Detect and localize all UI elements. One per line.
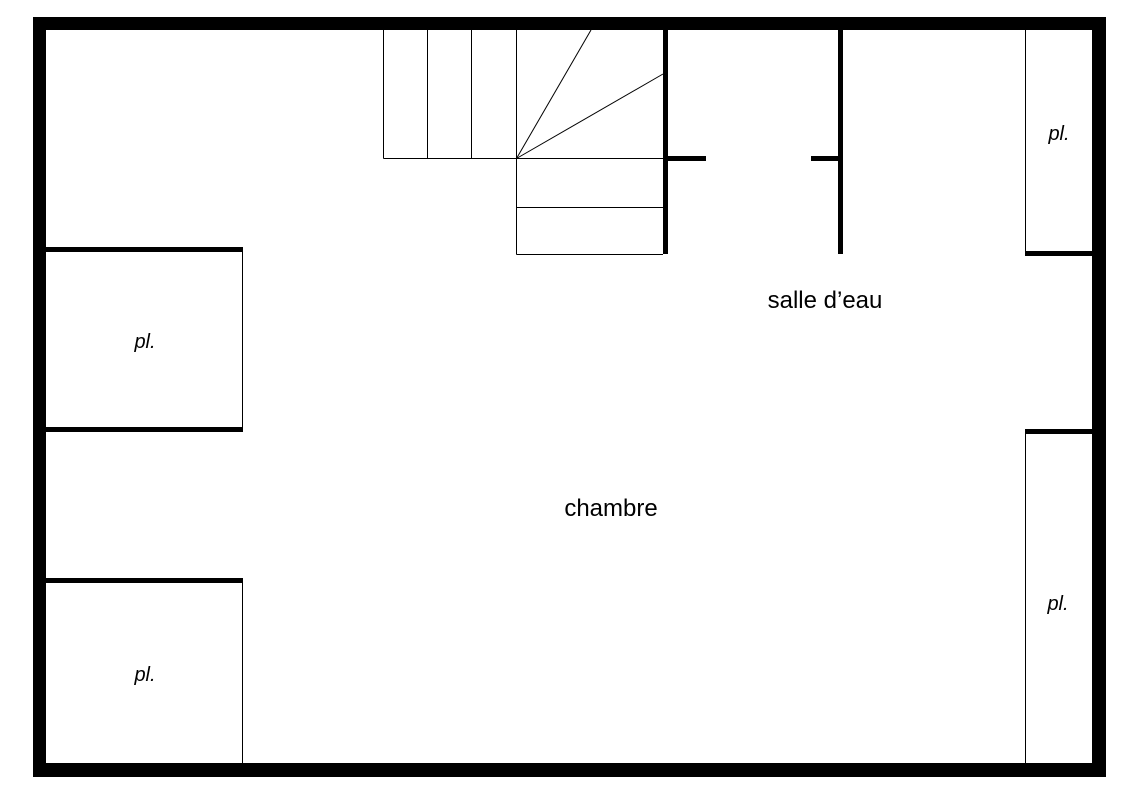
partition-stair-side	[663, 30, 668, 254]
partition-shower-side	[838, 30, 843, 254]
shower-room-partitions	[663, 30, 843, 254]
stair-winder-line	[516, 73, 664, 159]
wall-bottom	[33, 763, 1106, 777]
left-closets	[46, 247, 243, 763]
closet-label: pl.	[133, 664, 155, 686]
closet-label: pl.	[1047, 123, 1069, 145]
wall-right	[1092, 17, 1106, 777]
closet-right-upper-bottom-wall	[1025, 251, 1092, 256]
labels: chambre salle d’eau pl. pl. pl. pl.	[133, 123, 1069, 686]
staircase	[383, 29, 664, 255]
stair-winder-line	[516, 29, 592, 159]
room-label-shower-room: salle d’eau	[768, 287, 883, 314]
partition-stub-left	[668, 156, 706, 161]
closet-label: pl.	[133, 331, 155, 353]
right-closets	[1025, 30, 1092, 763]
closet-left-lower-top-wall	[46, 578, 243, 583]
closet-left-upper-top-wall	[46, 247, 243, 252]
partition-stub-right	[811, 156, 838, 161]
closet-left-upper-bottom-wall	[46, 427, 243, 432]
wall-left	[33, 17, 46, 777]
room-label-bedroom: chambre	[564, 495, 657, 522]
closet-right-lower-top-wall	[1025, 429, 1092, 434]
exterior-walls	[33, 17, 1106, 777]
wall-top	[33, 17, 1106, 30]
closet-label: pl.	[1046, 593, 1068, 615]
